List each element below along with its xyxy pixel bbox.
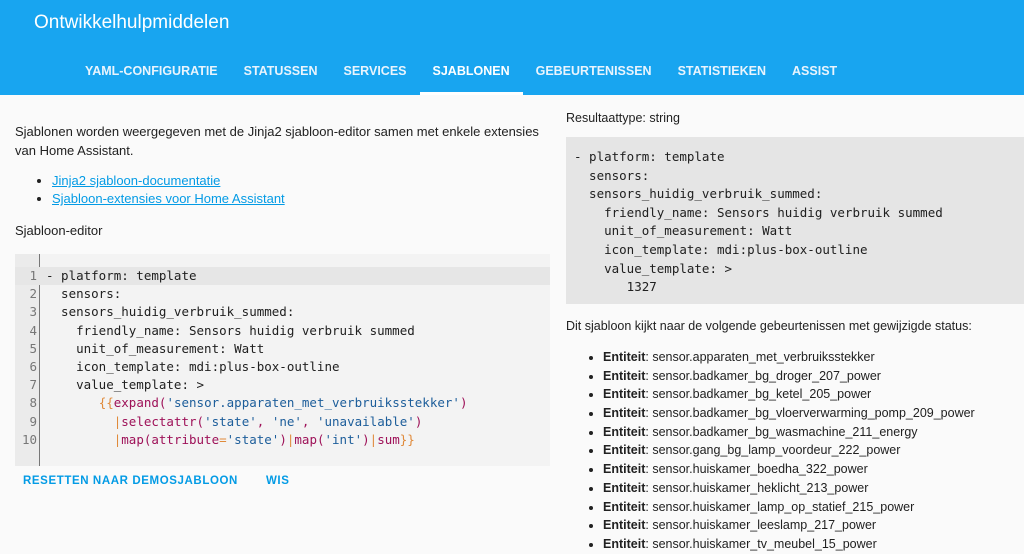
- code-line: 5 unit_of_measurement: Watt: [29, 340, 265, 356]
- code-line: 1- platform: template: [15, 267, 550, 286]
- intro-text: Sjablonen worden weergegeven met de Jinj…: [15, 124, 539, 158]
- result-line: - platform: template: [574, 149, 725, 164]
- result-line: sensors_huidig_verbruik_summed:: [574, 186, 823, 202]
- code-editor[interactable]: 1- platform: template 2 sensors: 3 senso…: [15, 254, 550, 466]
- tab-services[interactable]: SERVICES: [343, 64, 407, 78]
- code-line: 10 |map(attribute='state')|map('int')|su…: [21, 431, 415, 447]
- result-line: 1327: [574, 279, 657, 295]
- entity-item: Entiteit: sensor.huiskamer_tv_meubel_15_…: [603, 535, 975, 554]
- code-line: 9 |selectattr('state', 'ne', 'unavailabl…: [29, 413, 423, 429]
- tab-statistieken[interactable]: STATISTIEKEN: [677, 64, 767, 78]
- code-line: 2 sensors:: [29, 286, 122, 302]
- result-output: - platform: template sensors: sensors_hu…: [566, 137, 1024, 304]
- listeners-heading: Dit sjabloon kijkt naar de volgende gebe…: [566, 319, 972, 333]
- reset-demo-template-button[interactable]: RESETTEN NAAR DEMOSJABLOON: [23, 475, 238, 487]
- result-line: icon_template: mdi:plus-box-outline: [574, 241, 868, 257]
- code-line: 3 sensors_huidig_verbruik_summed:: [29, 304, 295, 320]
- entity-item: Entiteit: sensor.gang_bg_lamp_voordeur_2…: [603, 441, 975, 460]
- entity-item: Entiteit: sensor.badkamer_bg_vloerverwar…: [603, 404, 975, 423]
- link-item: Jinja2 sjabloon-documentatie: [52, 172, 285, 190]
- entity-list: Entiteit: sensor.apparaten_met_verbruiks…: [603, 348, 975, 554]
- app-header: Ontwikkelhulpmiddelen YAML-CONFIGURATIE …: [0, 0, 1024, 95]
- code-line: 6 icon_template: mdi:plus-box-outline: [29, 358, 340, 374]
- result-line: friendly_name: Sensors huidig verbruik s…: [574, 204, 943, 220]
- code-line: 7 value_template: >: [29, 377, 205, 393]
- editor-label: Sjabloon-editor: [15, 223, 103, 238]
- entity-item: Entiteit: sensor.huiskamer_heklicht_213_…: [603, 479, 975, 498]
- result-type: Resultaattype: string: [566, 111, 680, 125]
- result-line: sensors:: [574, 167, 650, 183]
- editor-actions: RESETTEN NAAR DEMOSJABLOON WIS: [15, 475, 309, 487]
- clear-button[interactable]: WIS: [265, 475, 290, 487]
- code-line: 8 {{expand('sensor.apparaten_met_verbrui…: [29, 395, 468, 411]
- tab-gebeurtenissen[interactable]: GEBEURTENISSEN: [535, 64, 652, 78]
- result-line: unit_of_measurement: Watt: [574, 223, 793, 239]
- tab-bar: YAML-CONFIGURATIE STATUSSEN SERVICES SJA…: [72, 50, 850, 95]
- template-extensions-link[interactable]: Sjabloon-extensies voor Home Assistant: [52, 191, 285, 206]
- entity-item: Entiteit: sensor.apparaten_met_verbruiks…: [603, 348, 975, 367]
- link-item: Sjabloon-extensies voor Home Assistant: [52, 190, 285, 208]
- tab-assist[interactable]: ASSIST: [792, 64, 838, 78]
- line-number-gutter: [15, 254, 40, 466]
- doc-links: Jinja2 sjabloon-documentatie Sjabloon-ex…: [52, 172, 285, 208]
- code-line: 4 friendly_name: Sensors huidig verbruik…: [29, 322, 415, 338]
- tab-yaml-configuratie[interactable]: YAML-CONFIGURATIE: [85, 64, 218, 78]
- entity-item: Entiteit: sensor.huiskamer_boedha_322_po…: [603, 460, 975, 479]
- tab-statussen[interactable]: STATUSSEN: [243, 64, 318, 78]
- entity-item: Entiteit: sensor.badkamer_bg_droger_207_…: [603, 367, 975, 386]
- page-title: Ontwikkelhulpmiddelen: [34, 12, 230, 33]
- result-line: value_template: >: [574, 260, 733, 276]
- entity-item: Entiteit: sensor.huiskamer_leeslamp_217_…: [603, 516, 975, 535]
- entity-item: Entiteit: sensor.badkamer_bg_wasmachine_…: [603, 423, 975, 442]
- tab-sjablonen[interactable]: SJABLONEN: [419, 50, 523, 95]
- entity-item: Entiteit: sensor.huiskamer_lamp_op_stati…: [603, 498, 975, 517]
- entity-item: Entiteit: sensor.badkamer_bg_ketel_205_p…: [603, 385, 975, 404]
- jinja2-docs-link[interactable]: Jinja2 sjabloon-documentatie: [52, 173, 221, 188]
